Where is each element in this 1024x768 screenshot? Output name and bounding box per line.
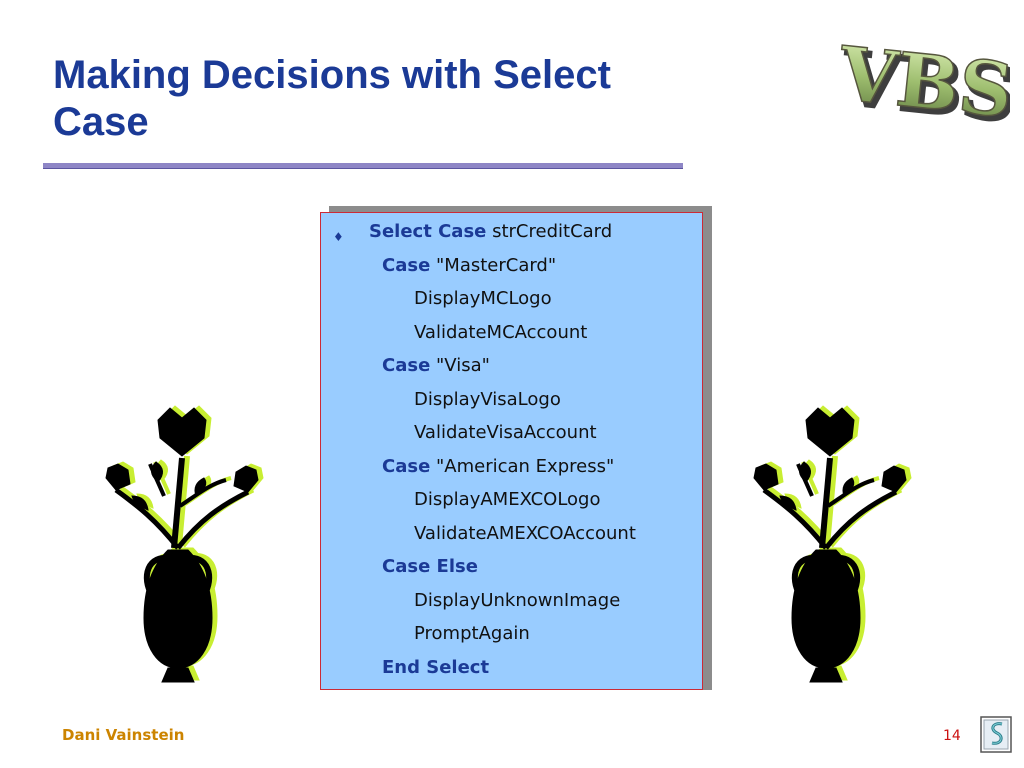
code-keyword: Case [382, 255, 431, 276]
code-line: Case Else [382, 552, 478, 582]
bullet-diamond-icon: ♦ [333, 230, 344, 244]
code-line: DisplayAMEXCOLogo [414, 485, 601, 515]
flower-vase-left [98, 398, 288, 688]
code-line: DisplayUnknownImage [414, 586, 620, 616]
code-line: Select Case strCreditCard [369, 217, 612, 247]
code-line: Case "American Express" [382, 452, 614, 482]
page-number: 14 [943, 728, 961, 744]
flower-vase-right [746, 398, 936, 688]
code-keyword: End Select [382, 657, 490, 678]
code-line: Case "Visa" [382, 351, 490, 381]
code-text: DisplayUnknownImage [414, 590, 621, 611]
code-text: "Visa" [430, 355, 490, 376]
code-text: "American Express" [430, 456, 615, 477]
code-text: DisplayAMEXCOLogo [414, 489, 601, 510]
title-underline [43, 163, 683, 169]
code-text: ValidateAMEXCOAccount [414, 523, 636, 544]
code-text: DisplayMCLogo [414, 288, 552, 309]
code-line: DisplayMCLogo [414, 284, 552, 314]
slide-title: Making Decisions with Select Case [53, 52, 713, 146]
code-box: ♦ Select Case strCreditCard Case "Master… [320, 212, 703, 690]
code-line: Case "MasterCard" [382, 251, 556, 281]
vbs-logo-shadow: VBS [838, 35, 1010, 126]
code-keyword: Select Case [369, 221, 487, 242]
code-text: DisplayVisaLogo [414, 389, 561, 410]
code-text: PromptAgain [414, 623, 530, 644]
footer-author: Dani Vainstein [62, 726, 185, 744]
code-text: "MasterCard" [430, 255, 557, 276]
code-line: ValidateMCAccount [414, 318, 587, 348]
document-scroll-icon[interactable] [980, 716, 1014, 754]
code-line: ValidateAMEXCOAccount [414, 519, 636, 549]
code-keyword: Case [382, 456, 431, 477]
code-text: strCreditCard [486, 221, 613, 242]
code-keyword: Case Else [382, 556, 478, 577]
code-line: DisplayVisaLogo [414, 385, 561, 415]
slide-title-line-2: Case [53, 100, 149, 144]
code-keyword: Case [382, 355, 431, 376]
vbs-logo: VBS VBS [838, 30, 1010, 126]
code-line: End Select [382, 653, 489, 683]
code-text: ValidateVisaAccount [414, 422, 597, 443]
code-text: ValidateMCAccount [414, 322, 588, 343]
code-line: ValidateVisaAccount [414, 418, 597, 448]
vbs-logo-text: VBS [838, 31, 1010, 126]
code-line: PromptAgain [414, 619, 530, 649]
slide-title-line-1: Making Decisions with Select [53, 53, 611, 97]
